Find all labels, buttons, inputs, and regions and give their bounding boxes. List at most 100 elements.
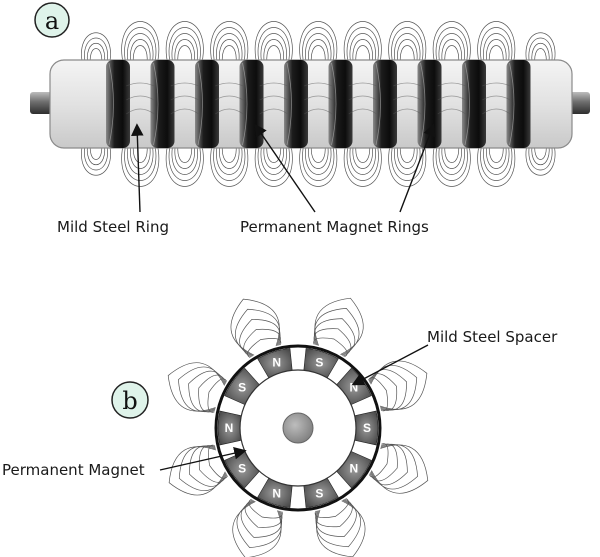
field-line-surface	[482, 108, 511, 115]
field-line-surface	[304, 82, 333, 87]
field-line-petal	[366, 377, 388, 412]
field-line-bottom	[121, 139, 160, 187]
field-line-bottom	[525, 139, 556, 176]
pole-label: S	[363, 421, 371, 435]
field-line-bottom	[299, 139, 338, 187]
field-line-top	[130, 39, 151, 69]
field-line-bottom	[432, 139, 471, 187]
magnet-ring	[328, 60, 353, 148]
field-line-bottom	[352, 139, 373, 169]
ring-highlight	[375, 62, 381, 146]
arrow-mild-steel-spacer	[351, 344, 429, 386]
field-line-surface	[393, 95, 422, 101]
magnet-ring	[284, 60, 308, 148]
field-line-petal	[244, 497, 283, 528]
panel-b-badge	[111, 381, 149, 419]
pole-label: S	[315, 355, 323, 369]
field-line-top	[480, 27, 513, 69]
field-line-top	[81, 32, 111, 69]
field-line-top	[305, 33, 332, 69]
field-line-surface	[482, 82, 511, 87]
field-line-bottom	[346, 139, 379, 181]
field-line-top	[121, 21, 160, 69]
shaft-core	[282, 412, 314, 444]
pole-label: N	[349, 462, 358, 476]
field-line-surface	[259, 82, 288, 87]
field-line-bottom	[531, 139, 550, 166]
arrow-mild-steel-ring	[131, 123, 144, 213]
field-line-bottom	[174, 139, 195, 169]
field-line-petal	[198, 374, 229, 413]
field-line-bottom	[305, 139, 332, 175]
field-line-surface	[304, 108, 333, 115]
label-mild-steel-ring: Mild Steel Ring	[57, 218, 169, 236]
field-line-top	[254, 21, 293, 69]
field-line-petal	[207, 378, 229, 413]
field-line-top	[216, 33, 243, 69]
field-lines-cross-section	[167, 297, 429, 557]
field-line-petal	[248, 497, 283, 519]
magnet-ring	[106, 60, 130, 148]
magnet-ring	[150, 60, 175, 148]
field-line-top	[483, 33, 510, 69]
field-line-bottom	[219, 139, 240, 169]
field-line-surface	[126, 82, 155, 87]
field-line-top	[349, 33, 376, 69]
ring-highlight	[108, 62, 114, 146]
field-line-top	[124, 27, 157, 69]
field-line-top	[174, 39, 195, 69]
panel-a-badge-label: a	[45, 7, 59, 35]
field-line-top	[486, 39, 507, 69]
field-line-surface	[259, 95, 288, 101]
field-line-top	[528, 37, 553, 69]
field-line-top	[397, 39, 418, 69]
panel-a-roller: a Mild Steel Ring Permanent Magnet Rings	[30, 2, 590, 236]
field-line-surface	[437, 108, 466, 115]
field-line-surface	[393, 82, 422, 87]
field-line-petal	[189, 445, 229, 487]
ring-highlight	[153, 62, 159, 146]
field-line-bottom	[213, 139, 246, 181]
field-line-top	[308, 39, 329, 69]
magnet-rings	[106, 60, 531, 148]
field-lines-roller	[81, 21, 556, 187]
field-line-bottom	[168, 139, 201, 181]
field-line-bottom	[441, 139, 462, 169]
field-line-surface	[482, 95, 511, 101]
pole-label: S	[238, 462, 246, 476]
field-line-top	[219, 39, 240, 69]
field-line-bottom	[210, 139, 249, 187]
field-line-top	[352, 39, 373, 69]
field-line-bottom	[438, 139, 465, 175]
field-line-top	[432, 21, 471, 69]
arrow-permanent-magnet	[159, 447, 247, 471]
field-line-surface	[348, 95, 377, 101]
field-line-bottom	[86, 139, 106, 166]
arrow-magnet-ring-2	[399, 123, 436, 213]
field-line-bottom	[130, 139, 151, 169]
right-shaft	[568, 92, 590, 114]
field-line-petal	[368, 443, 408, 486]
arrow-magnet-ring-1	[254, 123, 316, 213]
field-line-petal	[367, 369, 407, 411]
field-line-bottom	[127, 139, 154, 175]
field-line-top	[391, 27, 424, 69]
field-line-surface	[215, 95, 244, 101]
field-line-surface	[348, 82, 377, 87]
field-line-top	[127, 33, 154, 69]
field-line-petal	[243, 328, 281, 359]
field-line-surface	[348, 108, 377, 115]
magnet-ring	[373, 60, 397, 148]
magnet-ring	[239, 60, 264, 148]
field-line-top	[388, 21, 427, 69]
panel-a-badge	[34, 2, 70, 38]
field-line-top	[84, 37, 108, 69]
label-permanent-magnet-rings: Permanent Magnet Rings	[240, 218, 429, 236]
field-line-bottom	[528, 139, 553, 171]
field-line-top	[343, 21, 382, 69]
field-line-petal	[239, 319, 281, 359]
field-line-surface	[170, 108, 199, 115]
field-line-petal	[188, 370, 228, 413]
field-line-petal	[208, 444, 230, 479]
